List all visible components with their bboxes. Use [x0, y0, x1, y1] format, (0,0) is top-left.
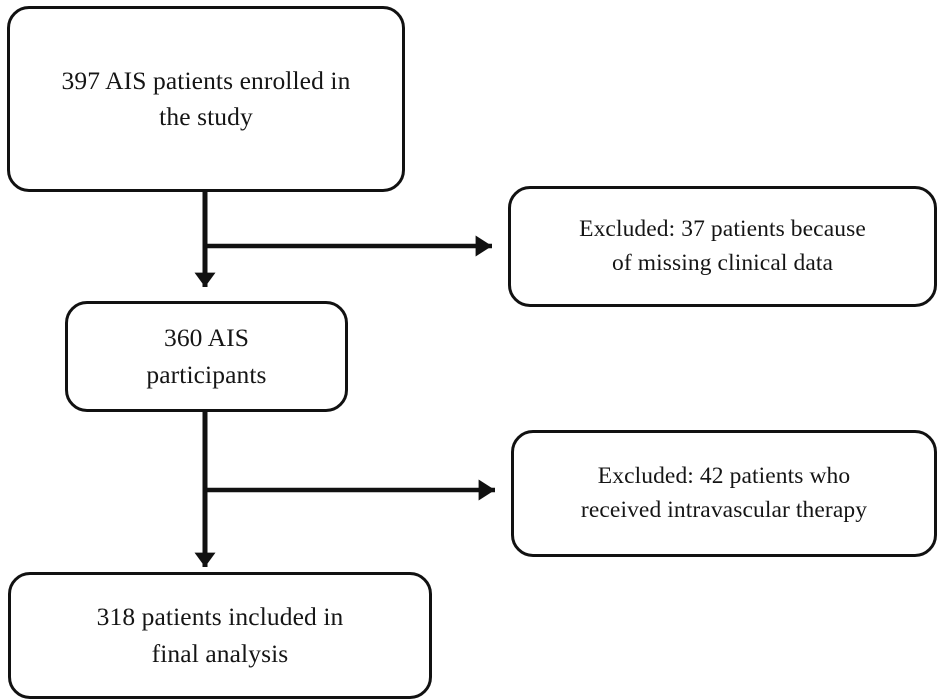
excluded-missing-data-box: Excluded: 37 patients because of missing… [508, 186, 937, 307]
excluded-intravascular-box: Excluded: 42 patients who received intra… [511, 430, 937, 557]
participants-box-label: 360 AIS participants [146, 323, 267, 389]
enrolled-box-label: 397 AIS patients enrolled in the study [61, 65, 351, 131]
excluded-intravascular-label: Excluded: 42 patients who received intra… [580, 463, 868, 523]
excluded-missing-data-label: Excluded: 37 patients because of missing… [579, 216, 866, 276]
final-analysis-box: 318 patients included in final analysis [8, 572, 432, 699]
final-analysis-label: 318 patients included in final analysis [96, 602, 344, 668]
participants-box: 360 AIS participants [65, 301, 348, 412]
enrolled-box: 397 AIS patients enrolled in the study [7, 6, 405, 192]
